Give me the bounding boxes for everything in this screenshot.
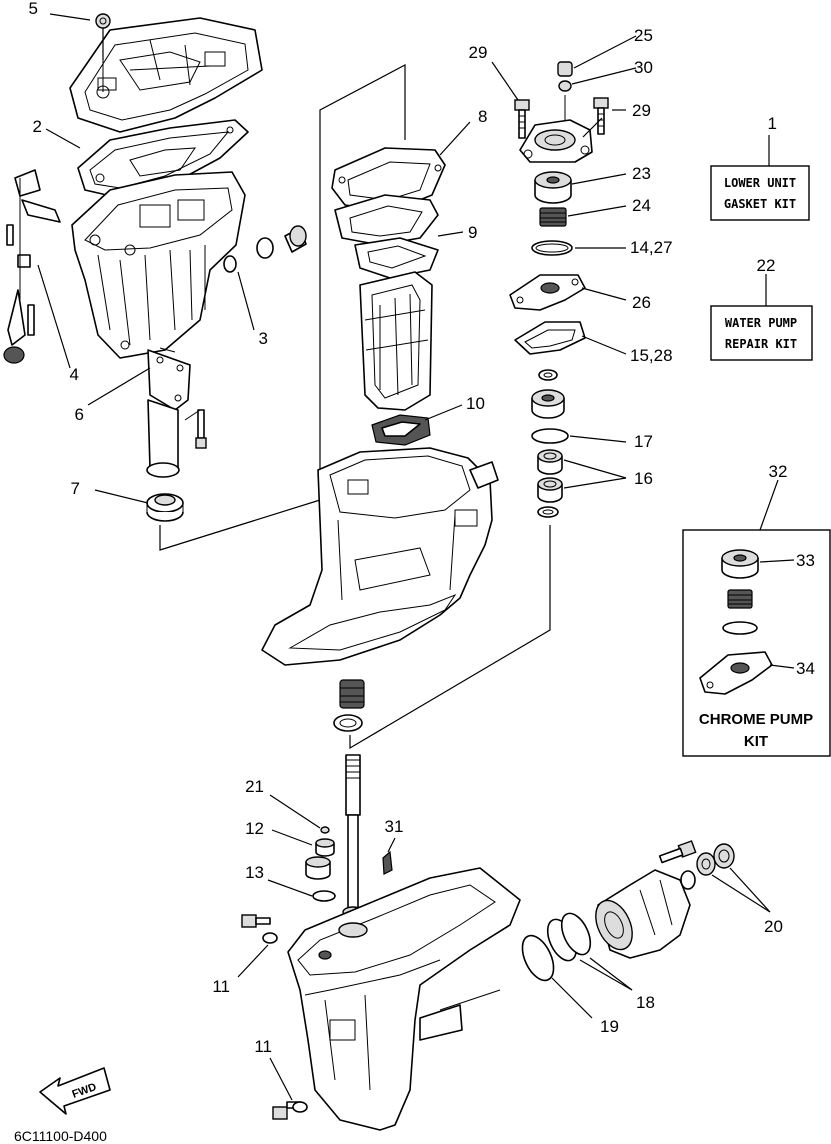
callout-24: 24 xyxy=(632,196,651,215)
outer-plate-26 xyxy=(509,274,586,311)
prop-shaft-housing xyxy=(595,869,691,959)
callout-4: 4 xyxy=(70,365,79,384)
callout-labels: 1 2 3 4 5 6 7 8 9 10 11 11 12 13 14,27 1… xyxy=(29,0,815,1056)
oring-18 xyxy=(546,912,592,962)
callout-33: 33 xyxy=(796,551,815,570)
callout-21: 21 xyxy=(245,777,264,796)
callout-5: 5 xyxy=(29,0,38,18)
callout-19: 19 xyxy=(600,1017,619,1036)
callout-29-right: 29 xyxy=(632,101,651,120)
upper-casing xyxy=(71,171,246,359)
callout-3: 3 xyxy=(259,329,268,348)
washer-stack xyxy=(537,506,559,518)
pump-insert-23 xyxy=(534,171,572,204)
oring-19 xyxy=(521,934,555,982)
callout-10: 10 xyxy=(466,394,485,413)
housing-bolt xyxy=(658,840,697,864)
oring-13 xyxy=(312,890,336,902)
water-pump-group xyxy=(509,61,609,518)
callout-31: 31 xyxy=(385,817,404,836)
grommet-25 xyxy=(557,61,573,92)
gasket-kit-box: LOWER UNIT GASKET KIT xyxy=(710,165,810,221)
callout-7: 7 xyxy=(71,479,80,498)
pump-spacer-stack xyxy=(531,369,565,419)
upper-casing-group xyxy=(3,13,307,522)
callout-12: 12 xyxy=(245,819,264,838)
drive-shaft xyxy=(342,754,364,918)
pin-21 xyxy=(320,826,330,834)
exhaust-body xyxy=(359,271,433,411)
callout-11-top: 11 xyxy=(212,977,230,996)
bolt-11-bottom xyxy=(272,1101,308,1120)
callout-32: 32 xyxy=(769,462,788,481)
water-pump-kit-box: WATER PUMP REPAIR KIT xyxy=(710,305,813,361)
impeller-small xyxy=(333,679,365,732)
water-tube-seal xyxy=(223,225,307,273)
shift-rod-bracket xyxy=(3,169,61,364)
callout-30: 30 xyxy=(634,58,653,77)
water-pump-kit-line2: REPAIR KIT xyxy=(725,337,797,351)
callout-18: 18 xyxy=(636,993,655,1012)
reference-lines xyxy=(159,64,551,750)
gasket-15-28 xyxy=(514,321,586,355)
gasket-9 xyxy=(334,194,439,279)
chrome-kit-line2: KIT xyxy=(744,733,768,750)
oring-17 xyxy=(531,428,569,444)
callout-26: 26 xyxy=(632,293,651,312)
pump-housing xyxy=(519,95,593,163)
bolt-11-top xyxy=(241,914,278,944)
bearing-16-upper xyxy=(537,449,563,475)
callout-16: 16 xyxy=(634,469,653,488)
callout-8: 8 xyxy=(478,107,487,126)
callout-15-28: 15,28 xyxy=(630,346,673,365)
callout-9: 9 xyxy=(468,223,477,242)
oil-seal-7 xyxy=(146,493,184,522)
gear-case xyxy=(287,867,521,1131)
diagram-code: 6C11100-D400 xyxy=(14,1128,107,1144)
callout-25: 25 xyxy=(634,26,653,45)
callout-29-left: 29 xyxy=(469,43,488,62)
callout-11-bottom: 11 xyxy=(254,1037,272,1056)
bushing-12 xyxy=(315,838,335,857)
exhaust-guide-plate xyxy=(146,349,207,478)
forward-arrow: FWD xyxy=(39,1067,111,1115)
leader-lines xyxy=(37,13,795,1101)
callout-1: 1 xyxy=(768,114,777,133)
key-31 xyxy=(382,850,393,875)
seal-20 xyxy=(680,843,735,890)
callout-2: 2 xyxy=(33,117,42,136)
gearcase-group xyxy=(241,754,735,1131)
callout-6: 6 xyxy=(75,405,84,424)
callout-17: 17 xyxy=(634,432,653,451)
oring-14-27 xyxy=(531,240,573,256)
gasket-kit-line2: GASKET KIT xyxy=(724,197,796,211)
callout-23: 23 xyxy=(632,164,651,183)
rubber-seal-10 xyxy=(371,414,431,446)
gasket-kit-line1: LOWER UNIT xyxy=(724,176,796,190)
impeller-24 xyxy=(539,207,567,227)
upper-gasket xyxy=(77,119,249,199)
lower-casing xyxy=(261,447,499,666)
bearing-16-lower xyxy=(537,477,563,503)
bolt-29-right xyxy=(593,97,609,135)
callout-20: 20 xyxy=(764,917,783,936)
bearing-lower xyxy=(305,856,331,880)
callout-22: 22 xyxy=(757,256,776,275)
chrome-pump-kit-box: CHROME PUMP KIT xyxy=(682,529,831,757)
top-cover-plate xyxy=(69,13,263,133)
callout-34: 34 xyxy=(796,659,815,678)
gasket-8 xyxy=(331,147,446,213)
middle-group xyxy=(261,147,499,732)
callout-14-27: 14,27 xyxy=(630,238,673,257)
bolt-29-left xyxy=(514,99,530,139)
water-pump-kit-line1: WATER PUMP xyxy=(725,316,797,330)
chrome-kit-line1: CHROME PUMP xyxy=(699,711,813,728)
callout-13: 13 xyxy=(245,863,264,882)
